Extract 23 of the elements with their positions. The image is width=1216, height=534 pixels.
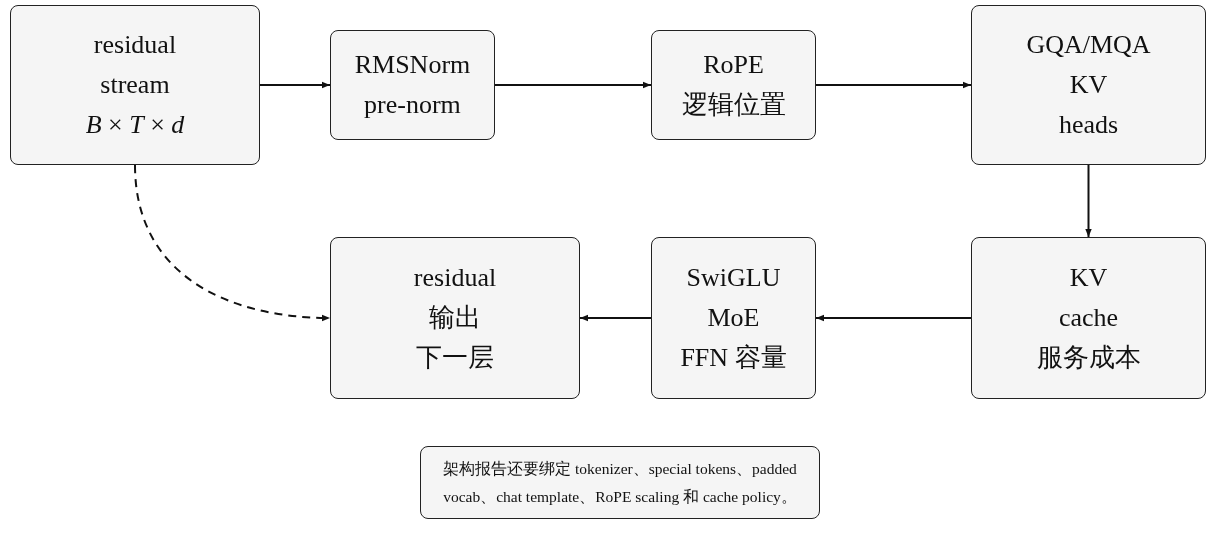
dashed-arrow: [134, 164, 331, 321]
box-label: residual stream B × T × d: [85, 28, 185, 142]
note-box: [420, 446, 820, 519]
process-box: [330, 237, 580, 399]
process-box: [971, 237, 1206, 399]
box-label: KV cache 服务成本: [1036, 261, 1141, 375]
box-label: RMSNorm pre-norm: [354, 48, 471, 121]
note-text: 架构报告还要绑定 tokenizer、special tokens、padded vocab、chat template、RoPE scaling 和 cache policy。: [442, 459, 798, 507]
arrow: [494, 81, 652, 89]
process-box: [330, 30, 495, 140]
process-box: [651, 237, 816, 399]
arrow: [815, 81, 972, 89]
arrow: [815, 314, 972, 322]
process-box: [10, 5, 260, 165]
box-label: RoPE 逻辑位置: [681, 48, 786, 121]
arrow: [1085, 164, 1092, 238]
process-box: [651, 30, 816, 140]
process-box: [971, 5, 1206, 165]
arrow: [259, 81, 331, 89]
box-label: GQA/MQA KV heads: [1026, 28, 1151, 142]
arrow: [579, 314, 652, 322]
box-label: residual 输出下一层: [413, 261, 497, 375]
box-label: SwiGLU MoE FFN 容量: [680, 261, 787, 375]
